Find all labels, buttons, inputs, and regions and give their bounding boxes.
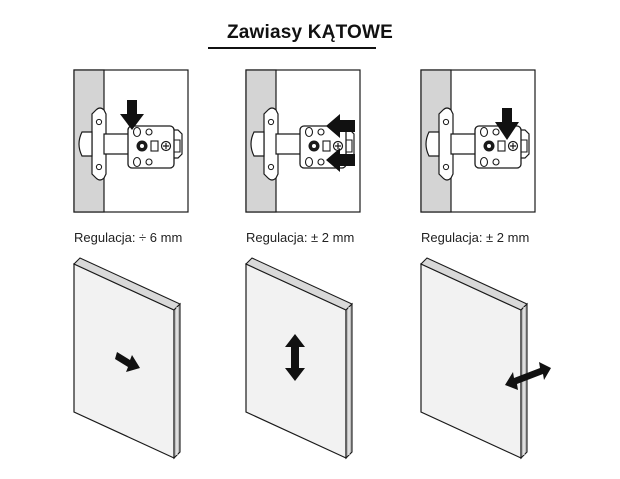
- arrow-icon: [326, 114, 355, 138]
- adjustment-label-2: Regulacja: ± 2 mm: [246, 230, 355, 245]
- adjustment-label-1: Regulacja: ÷ 6 mm: [74, 230, 183, 245]
- arrow-icon: [120, 100, 144, 130]
- arrow-icon: [115, 352, 140, 372]
- arrow-icon: [326, 148, 355, 172]
- arrow-icon: [285, 334, 305, 381]
- page-title: Zawiasy KĄTOWE: [226, 22, 394, 43]
- arrow-icon: [505, 362, 551, 390]
- adjustment-label-3: Regulacja: ± 2 mm: [421, 230, 530, 245]
- door-icon: [73, 257, 181, 459]
- door-icon: [420, 257, 528, 459]
- hinge-icon: [420, 69, 536, 213]
- title-underline: [208, 47, 376, 49]
- hinge-icon: [73, 69, 189, 213]
- arrow-icon: [495, 108, 519, 140]
- hinge-icon: [245, 69, 361, 213]
